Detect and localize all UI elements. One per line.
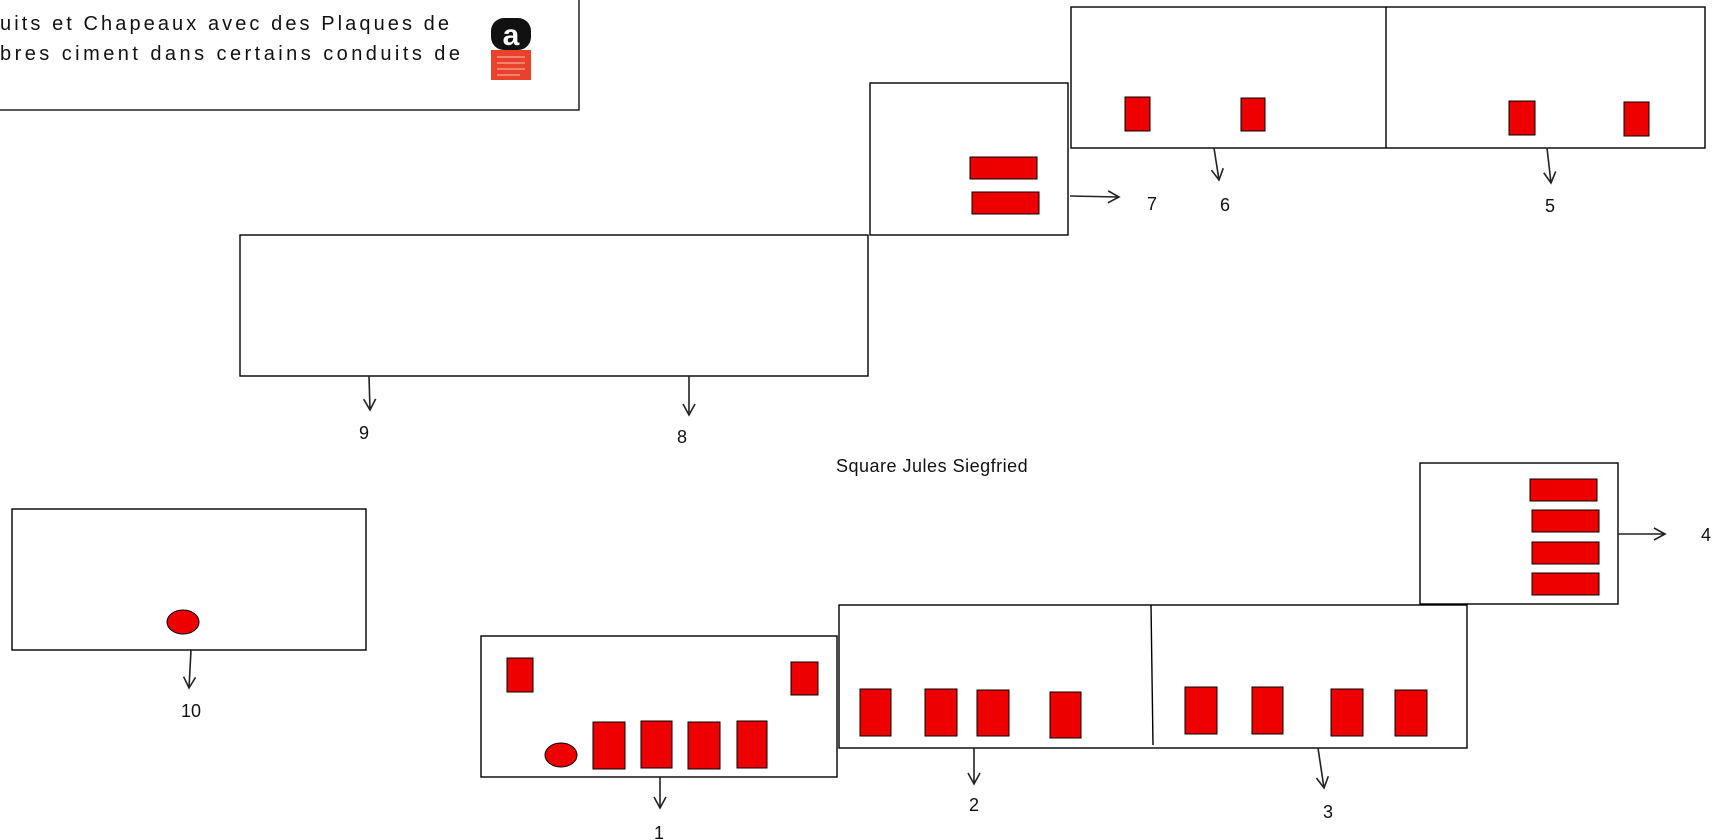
marker-plate — [1531, 572, 1600, 596]
label-7: 7 — [1147, 194, 1157, 214]
label-8: 8 — [677, 427, 687, 447]
site-title: Square Jules Siegfried — [836, 456, 1028, 476]
label-6: 6 — [1220, 195, 1230, 215]
marker-plate — [1049, 691, 1082, 739]
asbestos-warning-icon: a — [491, 18, 531, 80]
arrow-6 — [1210, 147, 1224, 182]
marker-plate — [1240, 97, 1266, 132]
logo-letter: a — [503, 19, 520, 52]
marker-plate — [1531, 541, 1600, 565]
legend: uits et Chapeaux avec des Plaques de bre… — [0, 0, 580, 111]
building-divider — [1150, 604, 1154, 746]
arrow-7 — [1069, 190, 1121, 204]
arrow-3 — [1315, 747, 1330, 790]
building-5-6 — [1070, 6, 1706, 149]
legend-line-1: uits et Chapeaux avec des Plaques de — [0, 13, 449, 35]
marker-plate — [1508, 100, 1536, 136]
building-10 — [11, 508, 367, 651]
marker-plate — [1124, 96, 1151, 132]
marker-plate — [924, 688, 958, 737]
marker-plate — [969, 156, 1038, 180]
marker-plate — [1531, 509, 1600, 533]
label-3: 3 — [1323, 802, 1333, 822]
marker-plate — [1529, 478, 1598, 502]
label-9: 9 — [359, 423, 369, 443]
marker-plate — [1623, 101, 1650, 137]
building-8-9 — [239, 234, 869, 377]
label-2: 2 — [969, 795, 979, 815]
building-labels: 1 2 3 4 5 6 7 8 9 10 — [181, 194, 1711, 840]
arrow-9 — [362, 375, 377, 412]
building-2-3 — [838, 604, 1468, 749]
building-outline — [1070, 6, 1706, 149]
label-4: 4 — [1701, 525, 1711, 545]
marker-plate — [1330, 688, 1364, 737]
marker-plate — [1394, 689, 1428, 737]
building-outline — [239, 234, 869, 377]
marker-plate — [976, 689, 1010, 737]
legend-box — [0, 0, 580, 111]
marker-plate — [640, 720, 673, 769]
building-1 — [480, 635, 838, 778]
marker-plate — [592, 721, 626, 770]
marker-plate — [859, 688, 892, 737]
label-1: 1 — [654, 823, 664, 840]
marker-plate — [506, 657, 534, 693]
marker-plate — [790, 661, 819, 696]
marker-chapeau — [166, 609, 200, 635]
arrow-10 — [182, 649, 197, 690]
marker-plate — [736, 720, 768, 769]
marker-plate — [687, 721, 721, 770]
label-10: 10 — [181, 701, 201, 721]
marker-chapeau — [544, 742, 578, 768]
marker-plate — [971, 191, 1040, 215]
legend-line-2: bres ciment dans certains conduits de — [0, 43, 460, 65]
label-5: 5 — [1545, 196, 1555, 216]
arrow-5 — [1543, 147, 1557, 185]
marker-plate — [1184, 686, 1218, 735]
building-7 — [869, 82, 1069, 236]
marker-plate — [1251, 686, 1284, 735]
arrows — [182, 147, 1667, 810]
building-4 — [1419, 462, 1619, 605]
